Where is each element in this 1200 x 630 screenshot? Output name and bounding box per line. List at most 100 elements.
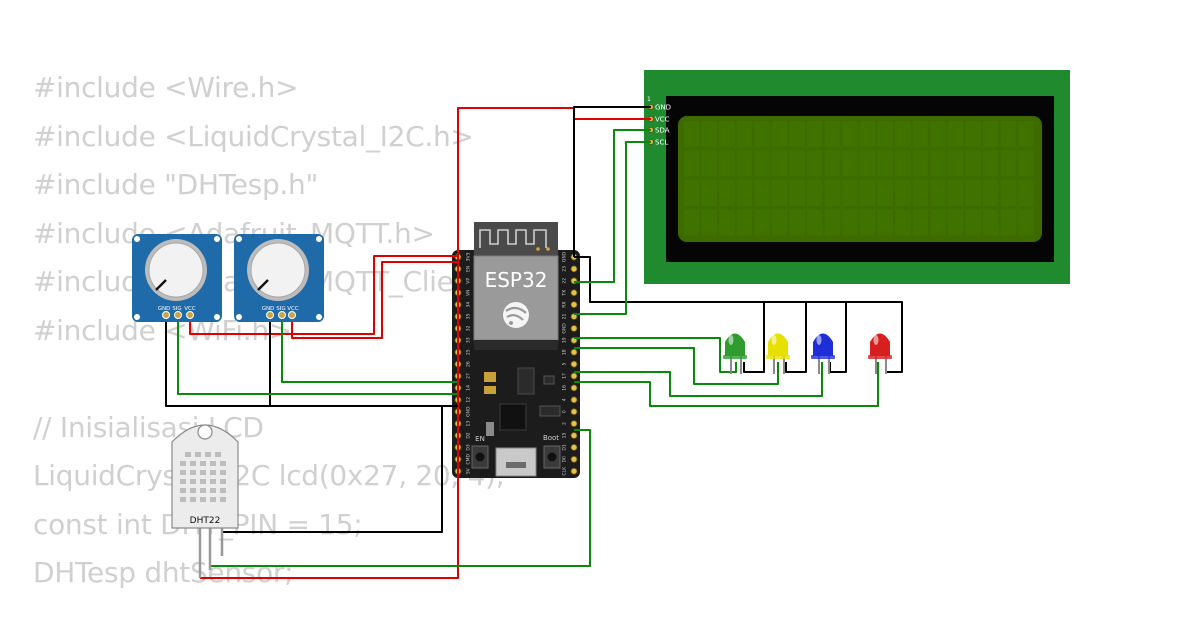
- esp32-pin[interactable]: D1: [562, 443, 578, 451]
- lcd-pin-label: VCC: [655, 116, 670, 124]
- esp32-pin[interactable]: RX: [562, 301, 578, 309]
- esp32-pin-label: 2: [562, 422, 568, 425]
- esp32-pin[interactable]: 15: [562, 432, 578, 439]
- usb-port[interactable]: [495, 447, 537, 477]
- code-line: DHTesp dhtSensor;: [33, 556, 294, 589]
- pot-pin-gnd[interactable]: [266, 311, 274, 319]
- esp32-pin-label: 4: [562, 398, 568, 401]
- en-button-label: EN: [475, 435, 485, 443]
- esp32-pin-label: GND: [562, 323, 568, 334]
- esp32-pin[interactable]: 4: [562, 396, 578, 404]
- wire-power[interactable]: [189, 255, 458, 335]
- pot-pin-gnd[interactable]: [162, 311, 170, 319]
- esp32-pin[interactable]: CLK: [562, 466, 578, 476]
- esp32-pin-label: D2: [466, 432, 472, 438]
- pot-pin-vcc[interactable]: [186, 311, 194, 319]
- wire-power[interactable]: [200, 256, 459, 579]
- wire-signal[interactable]: [574, 362, 823, 397]
- led-body: [813, 333, 833, 356]
- led-rim: [868, 355, 892, 359]
- esp32-pin-label: 3V3: [466, 252, 472, 261]
- pot-pin-sig[interactable]: [174, 311, 182, 319]
- boot-button[interactable]: [543, 445, 561, 469]
- led-blue[interactable]: [811, 333, 835, 375]
- wire-ground[interactable]: [785, 302, 807, 373]
- smd-component: [484, 386, 496, 394]
- wire-signal[interactable]: [281, 314, 458, 383]
- dht22-label: DHT22: [190, 516, 221, 526]
- pot-pointer-icon: [155, 279, 167, 291]
- esp32-pin-label: CMD: [466, 454, 472, 465]
- led-yellow[interactable]: [766, 333, 790, 375]
- esp32-pin-label: GND: [562, 251, 568, 262]
- esp32-pin-label: 13: [466, 421, 472, 427]
- wire-ground[interactable]: [165, 314, 458, 407]
- wire-ground[interactable]: [743, 302, 765, 373]
- esp32-pin[interactable]: D0: [562, 455, 578, 463]
- potentiometer-2[interactable]: GND SIG VCC: [234, 234, 324, 322]
- led-body: [870, 333, 890, 356]
- lcd-pin-label: SDA: [655, 127, 670, 135]
- code-line: #include <Wire.h>: [33, 71, 299, 104]
- esp32-pin[interactable]: 18: [562, 348, 578, 356]
- esp32-pin-label: 17: [562, 373, 568, 379]
- esp32-pin-label: CLK: [562, 466, 568, 476]
- esp32-pin-label: D1: [562, 444, 568, 450]
- esp32-pin-label: VP: [466, 278, 472, 284]
- esp32-pin-label: 22: [562, 278, 568, 284]
- esp32-pin[interactable]: GND: [562, 323, 578, 334]
- antenna-trace-icon: [479, 229, 547, 248]
- wire-power[interactable]: [291, 261, 458, 339]
- esp32-pin[interactable]: 16: [562, 384, 578, 392]
- wire-signal[interactable]: [177, 314, 458, 395]
- esp32-pin-label: 32: [466, 325, 472, 331]
- esp32-pin-label: 26: [466, 361, 472, 367]
- code-line: #include <LiquidCrystal_I2C.h>: [33, 119, 474, 153]
- esp32-pin[interactable]: 23: [562, 265, 578, 273]
- led-green[interactable]: [723, 333, 747, 375]
- pot-pin-label: SIG: [276, 306, 285, 312]
- dht22-housing: [171, 424, 239, 529]
- esp32-pin[interactable]: 2: [562, 420, 578, 428]
- pot-pin-label: VCC: [287, 306, 299, 312]
- wire-ground[interactable]: [221, 405, 458, 556]
- wire-ground[interactable]: [573, 106, 651, 257]
- dht22-sensor[interactable]: DHT22: [171, 424, 239, 578]
- dht22-grille: [180, 452, 226, 502]
- lcd-display[interactable]: 1 GND VCC SDA SCL: [644, 70, 1070, 284]
- pot-pin-sig[interactable]: [278, 311, 286, 319]
- pot-pointer-icon: [257, 279, 269, 291]
- esp32-pin[interactable]: 17: [562, 372, 578, 380]
- pot-pin-vcc[interactable]: [288, 311, 296, 319]
- en-button[interactable]: [471, 445, 489, 469]
- smd-component: [486, 422, 494, 436]
- wire-signal[interactable]: [574, 337, 737, 373]
- lcd-pin-label: SCL: [655, 139, 668, 147]
- wire-signal[interactable]: [574, 129, 651, 283]
- wire-signal[interactable]: [574, 362, 879, 407]
- pot-pin-label: VCC: [184, 306, 196, 312]
- led-red[interactable]: [868, 333, 892, 375]
- lcd-pin-index: 1: [647, 96, 651, 103]
- esp32-pin-label: GND: [466, 406, 472, 417]
- wire-signal[interactable]: [574, 347, 779, 385]
- lcd-character-grid: [684, 121, 1034, 236]
- code-line: #include "DHTesp.h": [33, 168, 319, 201]
- wire-power[interactable]: [457, 107, 574, 256]
- wire-ground[interactable]: [829, 302, 847, 373]
- esp32-pin[interactable]: 5: [562, 360, 578, 368]
- esp32-pin-label: D3: [466, 444, 472, 450]
- regulator-chip: [517, 367, 535, 395]
- wire-signal[interactable]: [574, 141, 651, 315]
- esp32-pin[interactable]: 0: [562, 408, 578, 416]
- pot-pin-label: SIG: [172, 306, 181, 312]
- potentiometer-1[interactable]: GND SIG VCC: [132, 234, 222, 322]
- led-rim: [723, 355, 747, 359]
- esp32-pin-label: 21: [562, 314, 568, 320]
- led-body: [768, 333, 788, 356]
- dht22-mount-hole: [197, 424, 213, 440]
- esp32-pin[interactable]: TX: [562, 289, 578, 297]
- esp32-pin-label: 35: [466, 314, 472, 320]
- esp32-pin-label: 14: [466, 385, 472, 391]
